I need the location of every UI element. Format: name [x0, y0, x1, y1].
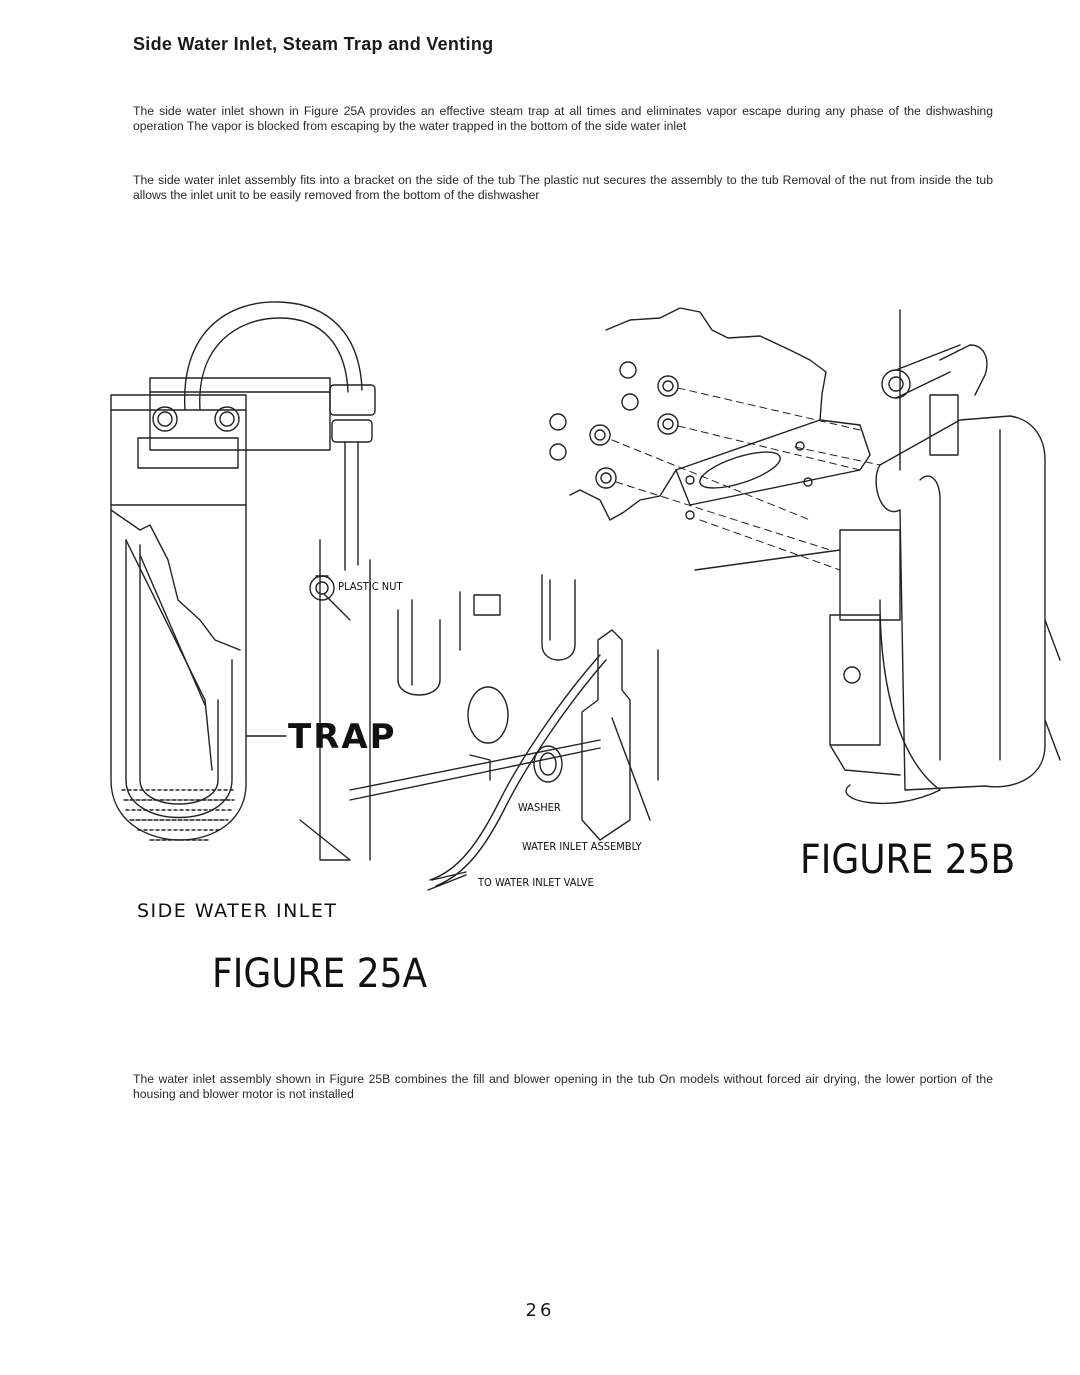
paragraph-bracket: The side water inlet assembly fits into …	[133, 173, 993, 202]
water-inlet-assembly-label: WATER INLET ASSEMBLY	[522, 840, 643, 853]
page-number: 26	[525, 1300, 555, 1321]
side-water-inlet-caption: SIDE WATER INLET	[137, 900, 337, 922]
trap-label: TRAP	[288, 717, 397, 757]
paragraph-figure-25b: The water inlet assembly shown in Figure…	[133, 1072, 993, 1101]
water-inlet-assembly-drawing	[549, 307, 1061, 805]
figure-25b-title: FIGURE 25B	[800, 836, 1015, 882]
figure-25a-title: FIGURE 25A	[212, 950, 427, 996]
paragraph-steam-trap: The side water inlet shown in Figure 25A…	[133, 104, 993, 133]
side-water-inlet-drawing	[110, 301, 659, 891]
to-water-inlet-valve-label: TO WATER INLET VALVE	[477, 876, 594, 889]
washer-label: WASHER	[518, 801, 561, 814]
section-heading: Side Water Inlet, Steam Trap and Venting	[133, 34, 494, 54]
plastic-nut-label: PLASTIC NUT	[338, 580, 403, 593]
